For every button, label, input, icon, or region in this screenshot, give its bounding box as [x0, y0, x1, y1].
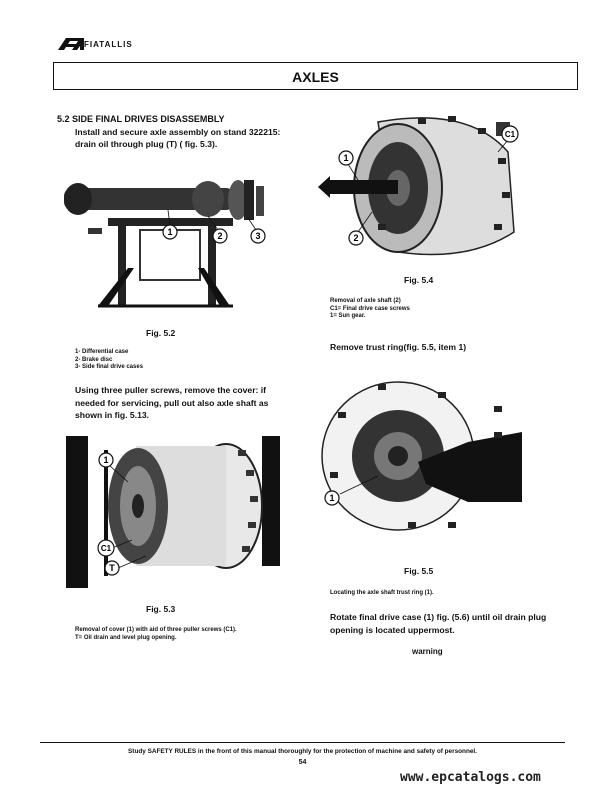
fig-5-4-photo: 1 2 C1 — [318, 116, 519, 256]
page-number: 54 — [298, 759, 307, 766]
svg-text:C1: C1 — [505, 130, 516, 139]
fig-5-4-callout-2: 2 — [348, 230, 364, 246]
fig-5-3-caption: Fig. 5.3 — [146, 604, 176, 614]
fig-5-3-note-line: T= Oil drain and level plug opening. — [75, 634, 177, 641]
watermark: www.epcatalogs.com — [400, 770, 541, 785]
fig-5-4-caption: Fig. 5.4 — [404, 275, 434, 285]
fiatallis-logo-icon — [58, 38, 84, 50]
section-intro: Install and secure axle assembly on stan… — [75, 127, 281, 149]
fig-5-2-callout-1: 1 — [162, 224, 178, 240]
svg-text:2: 2 — [217, 231, 222, 241]
svg-text:1: 1 — [329, 493, 334, 503]
trust-ring-instruction: Remove trust ring(fig. 5.5, item 1) — [330, 342, 467, 352]
fig-5-3-callout-c1: C1 — [97, 539, 115, 557]
fig-5-3-callout-t: T — [104, 560, 120, 576]
footer-safety-note: Study SAFETY RULES in the front of this … — [128, 748, 477, 755]
fig-5-4-note-line: 1= Sun gear. — [330, 313, 366, 320]
fig-5-2-callout-2: 2 — [212, 228, 228, 244]
fig-5-3-photo: 1 C1 T — [66, 436, 280, 588]
fig-5-2-legend: 1- Differential case 2- Brake disc 3- Si… — [75, 349, 143, 372]
svg-text:C1: C1 — [101, 544, 112, 553]
svg-text:T: T — [109, 563, 115, 573]
fig-5-5-callout-1: 1 — [324, 490, 340, 506]
puller-paragraph: Using three puller screws, remove the co… — [75, 385, 269, 420]
fig-5-5-photo: 1 — [321, 381, 522, 531]
svg-text:2: 2 — [353, 233, 358, 243]
fig-5-5-note: Locating the axle shaft trust ring (1). — [330, 590, 434, 596]
page-title-box: AXLES — [53, 62, 578, 90]
fig-5-2-legend-item: 3- Side final drive cases — [75, 364, 144, 371]
warning-label: warning — [412, 647, 443, 656]
svg-text:3: 3 — [255, 231, 260, 241]
svg-text:1: 1 — [103, 455, 108, 465]
fig-5-2-caption: Fig. 5.2 — [146, 328, 176, 338]
brand-name: FIATALLIS — [84, 40, 133, 49]
fig-5-3-note-line: Removal of cover (1) with aid of three p… — [75, 627, 237, 633]
fig-5-2-callout-3: 3 — [250, 228, 266, 244]
svg-text:1: 1 — [167, 227, 172, 237]
fig-5-4-note-line: C1= Final drive case screws — [330, 305, 410, 312]
fig-5-3-note: Removal of cover (1) with aid of three p… — [75, 627, 295, 642]
fig-5-4-callout-c1: C1 — [501, 125, 519, 143]
fig-5-4-callout-1: 1 — [338, 150, 354, 166]
fig-5-4-notes: Removal of axle shaft (2) C1= Final driv… — [330, 298, 410, 321]
footer-divider — [40, 742, 565, 743]
fig-5-4-note-line: Removal of axle shaft (2) — [330, 298, 401, 304]
fig-5-2-legend-item: 2- Brake disc — [75, 356, 113, 363]
fig-5-3-callout-1: 1 — [98, 452, 114, 468]
fig-5-5-caption: Fig. 5.5 — [404, 566, 434, 576]
section-heading: 5.2 SIDE FINAL DRIVES DISASSEMBLY — [57, 114, 225, 124]
page-title: AXLES — [292, 69, 339, 85]
fig-5-2-legend-item: 1- Differential case — [75, 349, 129, 355]
svg-text:1: 1 — [343, 153, 348, 163]
fig-5-2-illustration: 1 2 3 — [64, 180, 266, 308]
rotate-paragraph: Rotate final drive case (1) fig. (5.6) u… — [330, 612, 547, 635]
